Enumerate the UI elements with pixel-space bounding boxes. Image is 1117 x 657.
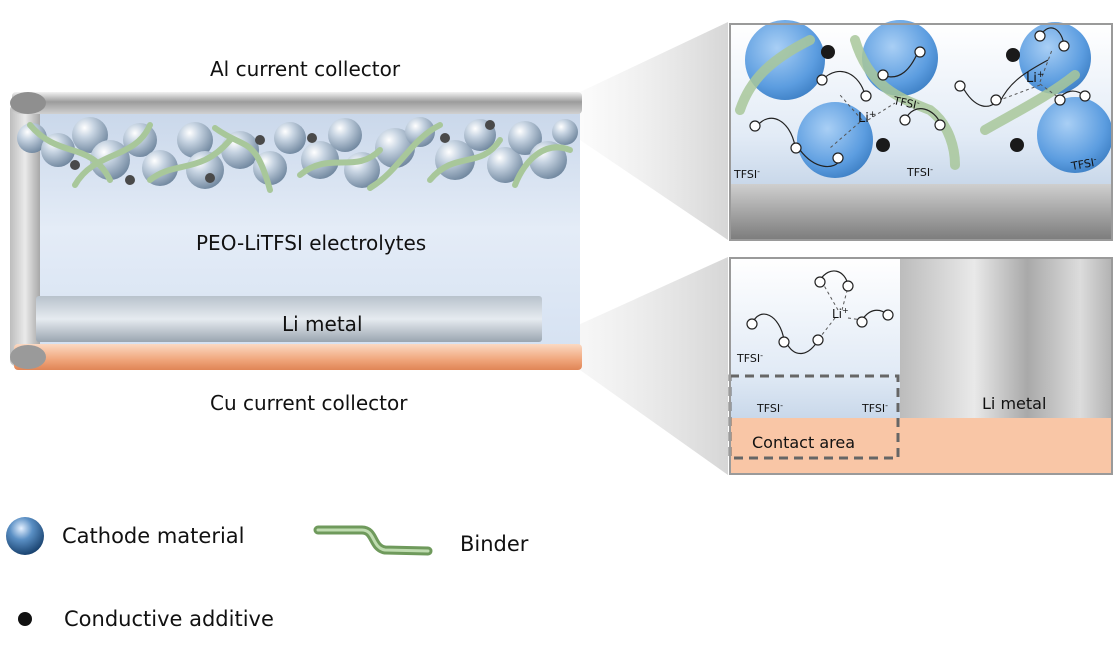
zoom-tfsi-oxygens xyxy=(749,30,1091,164)
zoom-tfsi-label: TFSI- xyxy=(906,165,933,179)
conductive-additive xyxy=(255,135,265,145)
li-metal-label: Li metal xyxy=(282,312,363,336)
binder-strand xyxy=(27,122,113,183)
cathode-particle xyxy=(508,121,542,155)
al-current-collector-label: Al current collector xyxy=(210,57,401,81)
binder-swatch-highlight xyxy=(316,528,430,553)
zoom-binder xyxy=(735,35,815,115)
cathode-particle xyxy=(487,147,523,183)
cu-current-collector xyxy=(14,344,582,370)
binder-strand xyxy=(72,122,153,188)
zoom-li-coordination xyxy=(829,49,1063,149)
zoom-li-ion-label: Li+ xyxy=(1026,70,1044,86)
anode-zoom-tfsi-oxygens xyxy=(746,276,894,348)
legend-binder-label: Binder xyxy=(460,532,529,556)
conductive-additive xyxy=(125,175,135,185)
zoom-tfsi-label: TFSI- xyxy=(891,93,920,112)
anode-zoom-tfsi-label: TFSI- xyxy=(861,401,888,415)
zoom-conductive-additive xyxy=(876,138,890,152)
anode-zoom-li-metal-label: Li metal xyxy=(982,394,1047,413)
cathode-material-swatch xyxy=(6,517,44,555)
zoom-al-collector xyxy=(730,184,1112,240)
binder-strand xyxy=(427,137,503,183)
anode-zoom-frame xyxy=(729,257,1113,475)
conductive-additive-swatch xyxy=(18,612,32,626)
conductive-additive xyxy=(70,160,80,170)
zoom-li-ion-label: Li+ xyxy=(858,110,876,126)
binder-strand xyxy=(512,144,573,188)
binder-strand xyxy=(367,122,443,191)
legend-cathode-label: Cathode material xyxy=(62,524,245,548)
cathode-zoom-panel: Li+ Li+ TFSI- TFSI- TFSI- TFSI- xyxy=(729,20,1113,241)
zoom-binder xyxy=(850,35,960,170)
zoom-fan-top xyxy=(580,22,728,240)
anode-zoom-cu-collector xyxy=(730,418,1112,474)
anode-zoom-li-metal xyxy=(900,258,1112,418)
cu-current-collector-label: Cu current collector xyxy=(210,391,408,415)
cathode-particle xyxy=(328,118,362,152)
contact-area-label: Contact area xyxy=(752,433,856,452)
zoom-binder xyxy=(980,70,1080,135)
cu-collector-end xyxy=(10,345,46,369)
zoom-tfsi-label: TFSI- xyxy=(733,167,760,181)
cathode-composite xyxy=(17,117,578,193)
binder-strand xyxy=(297,147,383,178)
cathode-particle xyxy=(177,122,213,158)
zoom-cathode-particle xyxy=(862,20,938,96)
li-metal-slab xyxy=(36,296,542,342)
zoom-fan-bottom xyxy=(545,257,728,475)
cathode-zoom-frame xyxy=(729,23,1113,241)
battery-cell xyxy=(10,92,582,370)
zoom-conductive-additive xyxy=(821,45,835,59)
anode-zoom-tfsi-label: TFSI- xyxy=(756,401,783,415)
cathode-particle xyxy=(274,122,306,154)
cathode-particle xyxy=(405,117,435,147)
conductive-additive xyxy=(205,173,215,183)
binder-strand xyxy=(147,137,233,183)
conductive-additive xyxy=(485,120,495,130)
zoom-tfsi-label: TFSI- xyxy=(1069,155,1098,173)
binder-strand xyxy=(212,125,273,193)
conductive-additive xyxy=(440,133,450,143)
anode-zoom-panel: Li+ TFSI- TFSI- TFSI- xyxy=(728,257,1113,475)
legend-additive-label: Conductive additive xyxy=(64,607,274,631)
zoom-conductive-additive xyxy=(1010,138,1024,152)
conductive-additive xyxy=(307,133,317,143)
al-current-collector xyxy=(12,92,582,114)
legend xyxy=(6,517,433,626)
cell-side-wall xyxy=(10,104,40,366)
cathode-particle xyxy=(552,119,578,145)
electrolyte-label: PEO-LiTFSI electrolytes xyxy=(196,231,427,255)
al-collector-end xyxy=(10,92,46,114)
zoom-cathode-particle xyxy=(1037,97,1113,173)
zoom-cathode-particle xyxy=(797,102,873,178)
zoom-conductive-additive xyxy=(1006,48,1020,62)
anode-zoom-li-ion-label: Li+ xyxy=(832,306,849,321)
anode-zoom-tfsi-label: TFSI- xyxy=(736,351,763,365)
